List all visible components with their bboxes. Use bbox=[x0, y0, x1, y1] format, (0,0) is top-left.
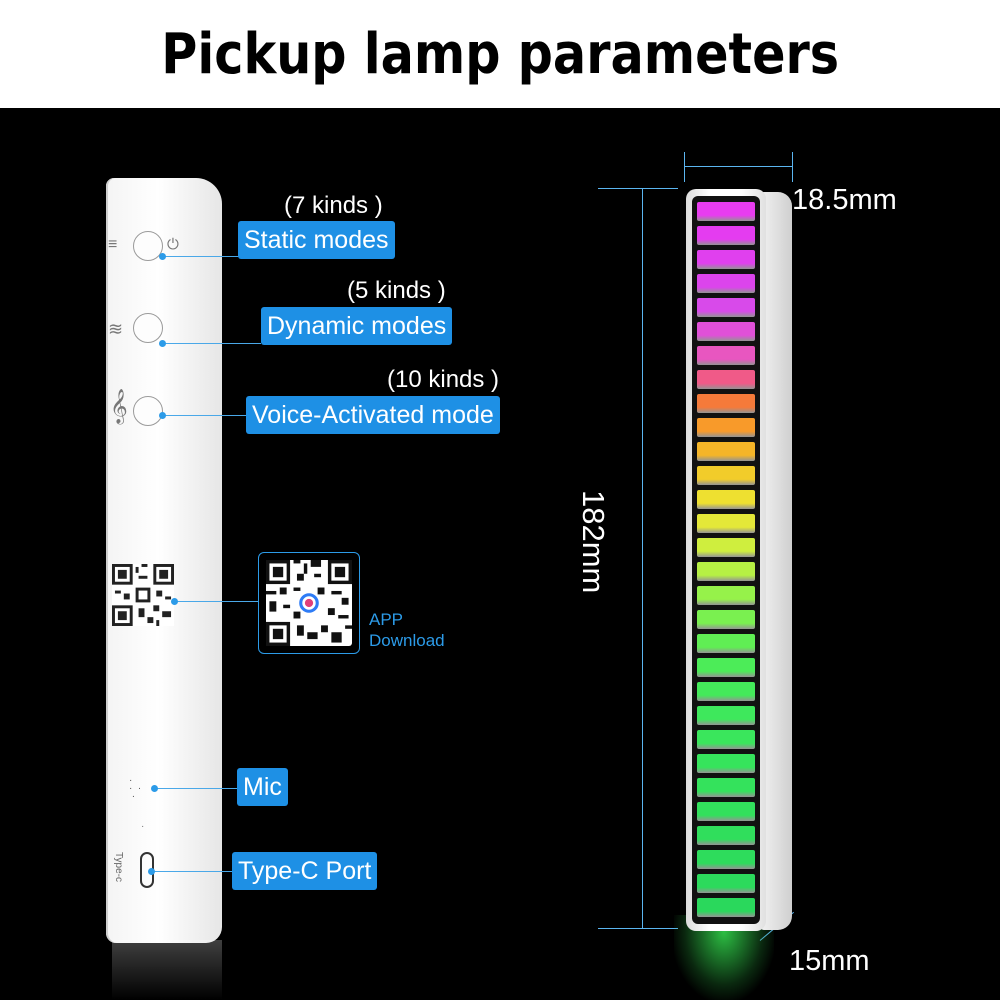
width-dim-tick-left bbox=[684, 152, 685, 182]
dynamic-mode-button[interactable] bbox=[133, 313, 163, 343]
voice-mode-label: Voice-Activated mode bbox=[246, 396, 500, 434]
led-segment bbox=[697, 490, 755, 509]
voice-mode-button[interactable] bbox=[133, 396, 163, 426]
led-segment bbox=[697, 754, 755, 773]
led-segment bbox=[697, 706, 755, 725]
leader-line-dynamic bbox=[163, 343, 261, 344]
leader-dot-dynamic bbox=[159, 340, 166, 347]
power-icon: ⏻ bbox=[167, 236, 179, 253]
width-dimension: 18.5mm bbox=[792, 184, 897, 216]
leader-line-static bbox=[163, 256, 239, 257]
static-modes-label: Static modes bbox=[238, 221, 395, 259]
led-segment bbox=[697, 802, 755, 821]
port-label: Type-c bbox=[113, 852, 124, 883]
device-body bbox=[106, 178, 222, 943]
title-bar: Pickup lamp parameters bbox=[0, 0, 1000, 108]
indicator-dot: · bbox=[141, 821, 145, 832]
static-mode-button[interactable] bbox=[133, 231, 163, 261]
leader-line-port bbox=[152, 871, 232, 872]
lamp-led-window bbox=[692, 196, 760, 924]
app-qr-code[interactable] bbox=[258, 552, 360, 654]
led-segment bbox=[697, 778, 755, 797]
led-segment bbox=[697, 514, 755, 533]
led-segment bbox=[697, 874, 755, 893]
static-kinds: (7 kinds ) bbox=[284, 192, 383, 219]
led-segment bbox=[697, 610, 755, 629]
led-segment bbox=[697, 394, 755, 413]
leader-dot-voice bbox=[159, 412, 166, 419]
page-title: Pickup lamp parameters bbox=[161, 21, 839, 87]
led-segment bbox=[697, 682, 755, 701]
led-segment bbox=[697, 298, 755, 317]
leader-dot-qr bbox=[171, 598, 178, 605]
height-dim-line bbox=[642, 188, 643, 928]
leader-dot-mic bbox=[151, 785, 158, 792]
led-segment bbox=[697, 466, 755, 485]
led-segment bbox=[697, 418, 755, 437]
width-dim-line bbox=[684, 166, 792, 167]
led-segment bbox=[697, 226, 755, 245]
leader-dot-port bbox=[148, 868, 155, 875]
height-dim-tick-bottom bbox=[598, 928, 678, 929]
led-segment bbox=[697, 274, 755, 293]
wave-icon: ≋ bbox=[108, 319, 124, 339]
led-segment bbox=[697, 658, 755, 677]
dynamic-kinds: (5 kinds ) bbox=[347, 277, 446, 304]
mic-icon: ·· · · bbox=[129, 775, 142, 802]
treble-clef-icon: 𝄞 bbox=[110, 390, 128, 423]
mic-label: Mic bbox=[237, 768, 288, 806]
led-segment bbox=[697, 250, 755, 269]
voice-kinds: (10 kinds ) bbox=[387, 366, 500, 393]
led-segment bbox=[697, 634, 755, 653]
qr-code-icon bbox=[266, 560, 352, 646]
menu-lines-icon: ≡ bbox=[108, 236, 118, 253]
device-reflection bbox=[112, 940, 222, 1000]
led-segment bbox=[697, 202, 755, 221]
height-dimension: 182mm bbox=[576, 490, 611, 594]
leader-line-qr bbox=[174, 601, 258, 602]
leader-dot-static bbox=[159, 253, 166, 260]
led-segment bbox=[697, 442, 755, 461]
led-segment bbox=[697, 538, 755, 557]
qr-code-icon bbox=[112, 564, 174, 626]
leader-line-voice bbox=[163, 415, 247, 416]
app-text-line2: Download bbox=[369, 631, 445, 650]
led-segment bbox=[697, 562, 755, 581]
led-segment bbox=[697, 730, 755, 749]
leader-line-mic bbox=[155, 788, 237, 789]
app-text-line1: APP bbox=[369, 610, 404, 629]
led-segment bbox=[697, 826, 755, 845]
width-dim-tick-right bbox=[792, 152, 793, 182]
led-segment bbox=[697, 322, 755, 341]
led-segment bbox=[697, 346, 755, 365]
led-segment bbox=[697, 850, 755, 869]
app-download-text[interactable]: APP Download bbox=[369, 609, 445, 651]
height-dim-tick-top bbox=[598, 188, 678, 189]
type-c-port-label: Type-C Port bbox=[232, 852, 378, 890]
dynamic-modes-label: Dynamic modes bbox=[261, 307, 453, 345]
led-segment bbox=[697, 370, 755, 389]
depth-dimension: 15mm bbox=[789, 945, 870, 977]
led-segment bbox=[697, 898, 755, 917]
led-segment bbox=[697, 586, 755, 605]
